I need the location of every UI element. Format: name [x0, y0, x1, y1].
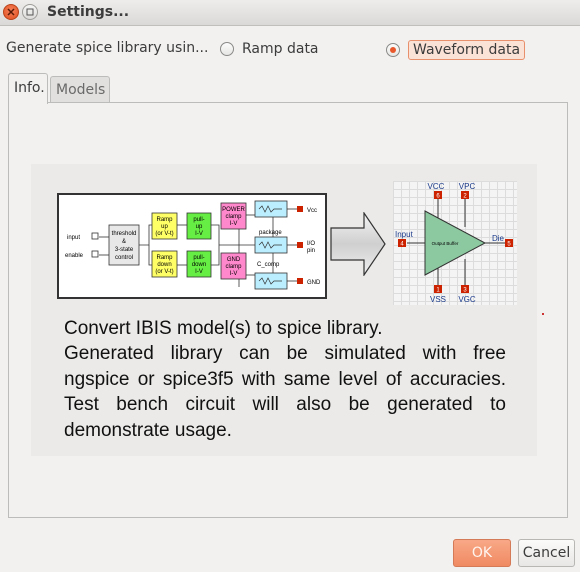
- minimize-icon: [26, 8, 34, 16]
- decorative-dot: [542, 313, 544, 315]
- svg-text:clamp: clamp: [225, 214, 242, 220]
- close-button[interactable]: [3, 4, 19, 20]
- vss-label: VSS: [430, 295, 446, 304]
- svg-text:I-V: I-V: [195, 269, 203, 275]
- svg-text:pull-: pull-: [193, 255, 204, 261]
- ramp-radio-indicator[interactable]: [220, 42, 234, 56]
- ibis-block-diagram: input enable threshold & 3-state control…: [57, 193, 327, 299]
- package-io-box: [254, 236, 288, 254]
- threshold-block: [108, 224, 140, 266]
- svg-text:3-state: 3-state: [115, 247, 134, 253]
- svg-text:Output Buffer: Output Buffer: [432, 241, 459, 246]
- info-description: Convert IBIS model(s) to spice library. …: [64, 316, 506, 443]
- cancel-button[interactable]: Cancel: [518, 539, 575, 567]
- close-icon: [7, 8, 15, 16]
- package-vcc-box: [254, 200, 288, 218]
- svg-text:(or V-t): (or V-t): [155, 231, 173, 237]
- waveform-radio-indicator[interactable]: [386, 43, 400, 57]
- svg-text:3: 3: [463, 288, 467, 294]
- pull-up-block: [186, 212, 212, 240]
- ramp-data-radio[interactable]: Ramp data: [220, 41, 319, 57]
- svg-text:5: 5: [507, 242, 511, 248]
- ramp-up-block: [151, 212, 178, 240]
- vcc-pin-label: Vcc: [307, 208, 317, 214]
- tab-models[interactable]: Models: [50, 76, 110, 102]
- io-pin-label: I/O: [307, 241, 315, 247]
- svg-text:1: 1: [436, 288, 440, 294]
- gnd-pin-label: GND: [307, 280, 321, 286]
- vgc-label: VGC: [458, 295, 476, 304]
- svg-text:Ramp: Ramp: [156, 255, 173, 261]
- vcc-label: VCC: [428, 182, 445, 191]
- svg-text:I-V: I-V: [230, 271, 238, 277]
- vpc-label: VPC: [459, 182, 476, 191]
- enable-pin-label: enable: [65, 253, 84, 259]
- die-label: Die: [492, 234, 505, 243]
- svg-text:6: 6: [436, 194, 440, 200]
- minimize-button[interactable]: [22, 4, 38, 20]
- svg-text:Ramp: Ramp: [156, 217, 173, 223]
- svg-text:POWER: POWER: [222, 207, 245, 213]
- svg-text:(or V-t): (or V-t): [155, 269, 173, 275]
- input-pin-label: input: [67, 235, 80, 241]
- waveform-data-radio[interactable]: Waveform data: [386, 40, 526, 60]
- window-title: Settings...: [47, 4, 130, 20]
- svg-text:up: up: [161, 224, 168, 230]
- ramp-down-block: [151, 250, 178, 278]
- svg-text:clamp: clamp: [225, 264, 242, 270]
- svg-text:4: 4: [400, 242, 404, 248]
- right-arrow-icon: [330, 211, 386, 277]
- svg-text:GND: GND: [227, 257, 241, 263]
- description-line-2: Generated library can be simulated with …: [64, 343, 506, 441]
- tab-info[interactable]: Info.: [8, 73, 48, 104]
- input-label: Input: [395, 230, 414, 239]
- waveform-radio-label: Waveform data: [408, 40, 526, 60]
- power-clamp-block: [220, 202, 247, 230]
- svg-text:I-V: I-V: [230, 221, 238, 227]
- svg-text:&: &: [122, 239, 126, 245]
- svg-text:up: up: [196, 224, 203, 230]
- svg-text:I-V: I-V: [195, 231, 203, 237]
- package-label: package: [259, 230, 282, 236]
- description-line-1: Convert IBIS model(s) to spice library.: [64, 318, 383, 339]
- ok-button[interactable]: OK: [453, 539, 511, 567]
- svg-text:down: down: [192, 262, 206, 268]
- svg-text:2: 2: [463, 194, 467, 200]
- svg-text:control: control: [115, 255, 133, 261]
- svg-text:down: down: [157, 262, 171, 268]
- svg-text:threshold: threshold: [112, 231, 137, 237]
- svg-text:pull-: pull-: [193, 217, 204, 223]
- io-pin-label-2: pin: [307, 248, 315, 254]
- gnd-clamp-block: [220, 252, 247, 280]
- ccomp-label: C_comp: [257, 262, 280, 268]
- buffer-triangle: [424, 210, 487, 276]
- title-bar: Settings...: [0, 0, 580, 26]
- package-gnd-box: [254, 272, 288, 290]
- output-buffer-diagram: Output Buffer 6 2 4 5 1 3 VCC VPC Input …: [393, 181, 517, 305]
- pull-down-block: [186, 250, 212, 278]
- generate-mode-label: Generate spice library usin...: [6, 40, 209, 56]
- ramp-radio-label: Ramp data: [242, 41, 319, 57]
